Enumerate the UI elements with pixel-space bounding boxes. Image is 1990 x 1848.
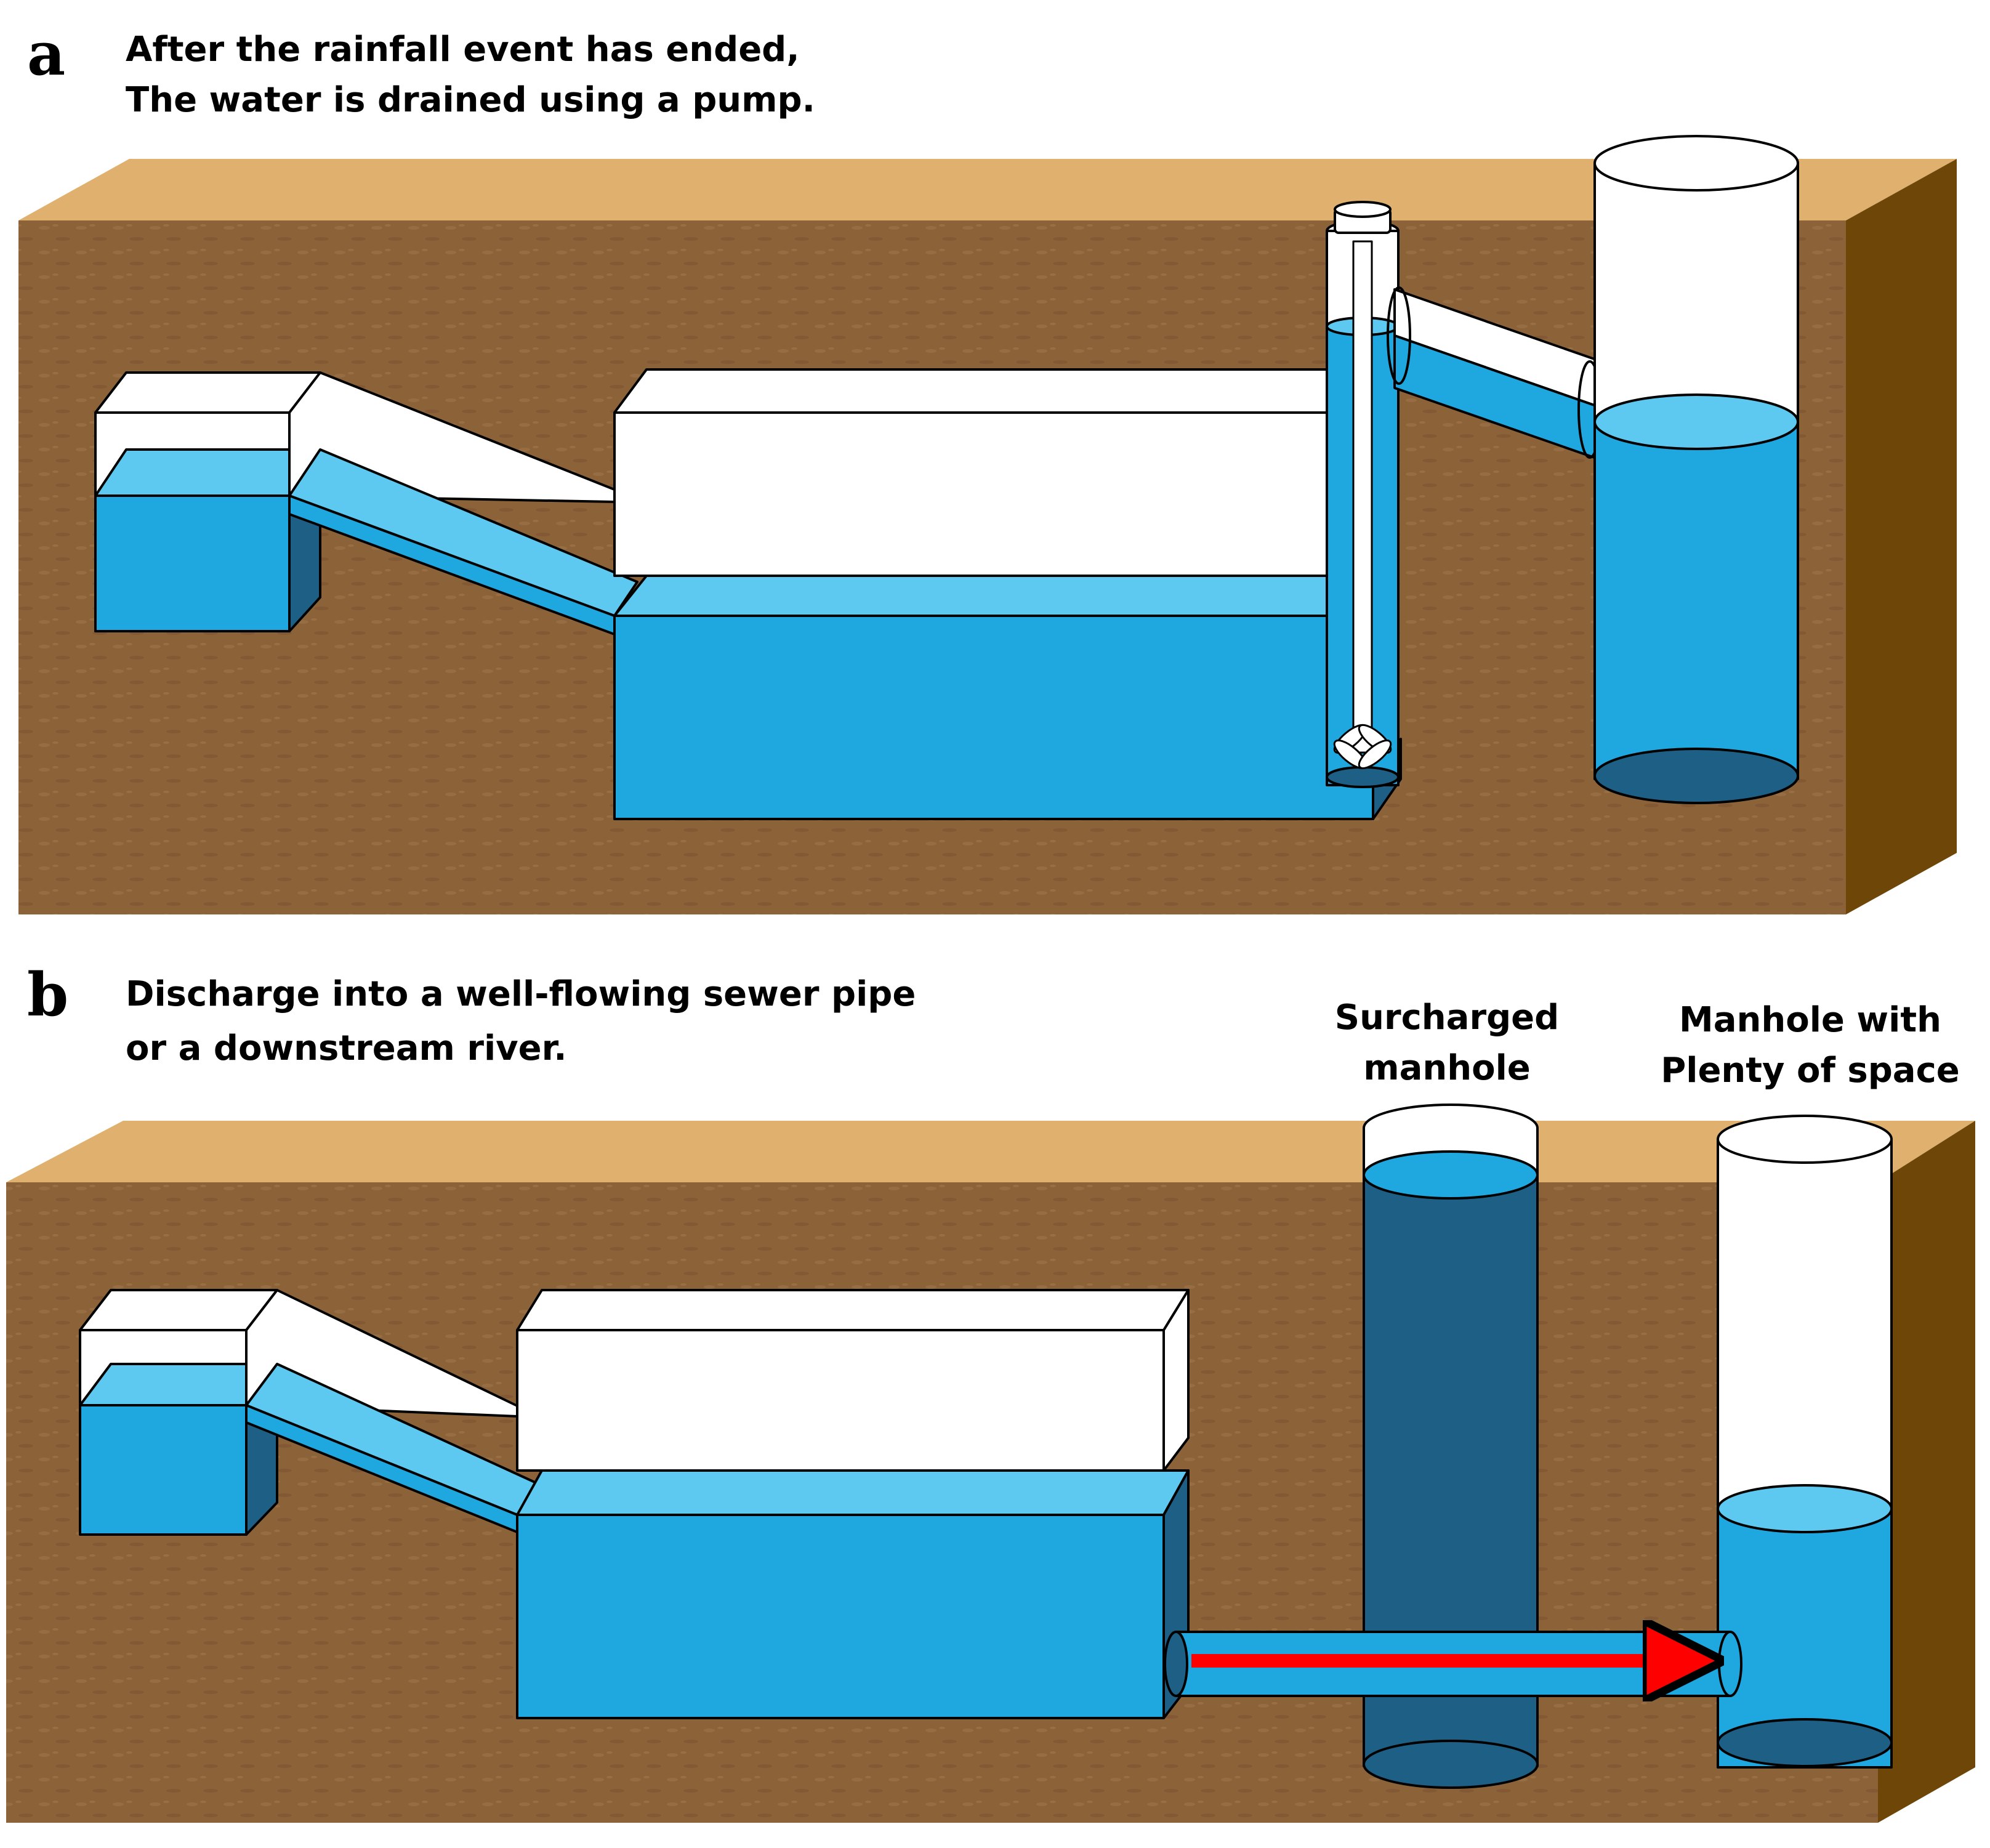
soil-top-face	[6, 1121, 1975, 1182]
panel-a-caption-line2: The water is drained using a pump.	[126, 80, 815, 120]
soil-side-face	[1846, 159, 1957, 914]
pump-impeller	[1333, 724, 1392, 770]
surcharged-label-line2: manhole	[1363, 1048, 1531, 1088]
discharge-pipe-inlet	[1387, 286, 1411, 385]
tank-top-face	[613, 368, 1343, 414]
panel-b-letter: b	[27, 960, 69, 1030]
panel-b-caption-line1: Discharge into a well-flowing sewer pipe	[126, 974, 916, 1014]
panel-b-diagram	[6, 1104, 1975, 1823]
space-manhole-empty	[1717, 1138, 1893, 1510]
tank-empty-side	[1162, 1289, 1190, 1472]
soil-side-face	[1878, 1121, 1975, 1823]
tank-water-front	[613, 615, 1374, 820]
manhole-a-bottom	[1593, 748, 1799, 804]
inlet-water-front	[79, 1404, 248, 1536]
surcharged-manhole-bottom	[1363, 1740, 1539, 1789]
space-manhole-bottom	[1717, 1718, 1893, 1767]
space-manhole-label-line2: Plenty of space	[1661, 1051, 1960, 1091]
manhole-a-rim	[1593, 135, 1799, 192]
manhole-a-water	[1593, 421, 1799, 780]
pump-motor-cap	[1334, 201, 1392, 218]
inlet-top-face	[79, 1289, 278, 1331]
pump-shaft	[1352, 240, 1373, 754]
space-manhole-rim	[1717, 1115, 1893, 1164]
pump-pit-bottom	[1326, 766, 1400, 788]
inlet-top-face	[94, 371, 321, 414]
panel-a-diagram	[18, 135, 1957, 914]
tank-water-surface	[613, 575, 1343, 617]
tank-water-surface	[516, 1469, 1190, 1516]
sewer-pipe-inlet	[1164, 1631, 1188, 1697]
surcharged-label-line1: Surcharged	[1334, 998, 1560, 1038]
inlet-water-front	[94, 494, 291, 632]
inlet-water-surface	[94, 448, 321, 497]
sewer-pipe-outlet	[1718, 1631, 1742, 1697]
surcharged-manhole-water-surface	[1363, 1150, 1539, 1200]
manhole-a-water-surface	[1593, 393, 1799, 450]
tank-top-face	[516, 1289, 1190, 1331]
tank-empty-front	[516, 1329, 1165, 1472]
tank-water-front	[516, 1514, 1165, 1719]
space-manhole-label-line1: Manhole with	[1679, 1000, 1941, 1040]
tank-empty-front	[613, 411, 1330, 577]
soil-top-face	[18, 159, 1957, 220]
panel-a-caption-line1: After the rainfall event has ended,	[126, 30, 800, 70]
panel-a-letter: a	[27, 19, 66, 89]
space-manhole-water-surface	[1717, 1484, 1893, 1533]
panel-b-caption-line2: or a downstream river.	[126, 1028, 567, 1068]
manhole-a-empty	[1593, 162, 1799, 423]
